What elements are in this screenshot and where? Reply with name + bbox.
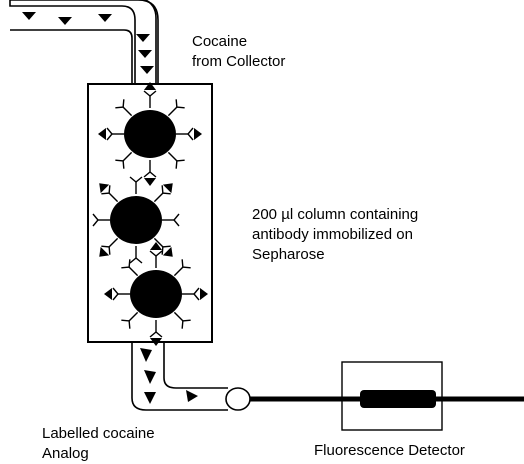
antibody-arms bbox=[101, 245, 111, 255]
antibody-stem bbox=[173, 266, 184, 277]
triangle-arrow-icon bbox=[99, 246, 110, 257]
antibody-arms bbox=[175, 159, 185, 169]
inlet-flow-arrows bbox=[22, 12, 154, 74]
antibody-arms bbox=[181, 259, 191, 269]
antibody-stem bbox=[153, 237, 164, 248]
column-label-line1: 200 µl column containing bbox=[252, 206, 418, 223]
labelled-analog-icon bbox=[144, 370, 156, 384]
antibody-arms bbox=[181, 319, 191, 329]
antibody-arms bbox=[121, 259, 131, 269]
antibody-arms bbox=[106, 127, 113, 141]
inlet-label-line1: Cocaine bbox=[192, 33, 247, 50]
antibody-beads bbox=[92, 82, 208, 346]
antibody-stem bbox=[167, 106, 178, 117]
antibody-stem bbox=[128, 266, 139, 277]
triangle-arrow-icon bbox=[98, 128, 106, 140]
triangle-arrow-icon bbox=[150, 338, 162, 346]
inlet-label-line2: from Collector bbox=[192, 53, 285, 70]
antibody-arms bbox=[129, 257, 143, 264]
flow-arrow bbox=[136, 34, 150, 42]
triangle-arrow-icon bbox=[144, 82, 156, 90]
antibody-stem bbox=[108, 237, 119, 248]
antibody-stem bbox=[122, 106, 133, 117]
sepharose-bead bbox=[130, 270, 182, 318]
antibody-arms bbox=[149, 250, 163, 257]
sepharose-bead bbox=[110, 196, 162, 244]
flow-arrow bbox=[98, 14, 112, 22]
antibody-arms bbox=[115, 159, 125, 169]
antibody-bead-icon bbox=[98, 82, 202, 186]
antibody-arms bbox=[173, 213, 180, 227]
outlet-tube-right-wall bbox=[163, 342, 228, 389]
triangle-arrow-icon bbox=[104, 288, 112, 300]
triangle-arrow-icon bbox=[194, 128, 202, 140]
antibody-arms bbox=[115, 99, 125, 109]
triangle-arrow-icon bbox=[162, 246, 173, 257]
flow-arrow bbox=[22, 12, 36, 20]
outlet-analog-markers bbox=[140, 348, 198, 404]
sepharose-bead bbox=[124, 110, 176, 158]
antibody-stem bbox=[128, 311, 139, 322]
outlet-tube-left-wall bbox=[131, 342, 228, 411]
antibody-arms bbox=[112, 287, 119, 301]
antibody-stem bbox=[153, 192, 164, 203]
antibody-arms bbox=[193, 287, 200, 301]
detector-flow-cell bbox=[360, 390, 436, 408]
antibody-arms bbox=[129, 176, 143, 183]
antibody-stem bbox=[108, 192, 119, 203]
antibody-arms bbox=[175, 99, 185, 109]
detector-label: Fluorescence Detector bbox=[314, 442, 465, 459]
column-label-line3: Sepharose bbox=[252, 246, 325, 263]
flow-arrow bbox=[138, 50, 152, 58]
antibody-arms bbox=[143, 90, 157, 97]
antibody-arms bbox=[101, 185, 111, 195]
antibody-stem bbox=[122, 151, 133, 162]
labelled-analog-icon bbox=[144, 392, 156, 404]
analog-label-line2: Analog bbox=[42, 445, 89, 462]
labelled-analog-icon bbox=[140, 348, 152, 362]
antibody-stem bbox=[167, 151, 178, 162]
triangle-arrow-icon bbox=[162, 183, 173, 194]
antibody-stem bbox=[173, 311, 184, 322]
triangle-arrow-icon bbox=[99, 183, 110, 194]
triangle-arrow-icon bbox=[144, 178, 156, 186]
inlet-tube-outer-wall bbox=[10, 0, 159, 84]
antibody-bead-icon bbox=[92, 176, 180, 264]
outlet-connector bbox=[225, 387, 251, 411]
flow-arrow bbox=[140, 66, 154, 74]
triangle-arrow-icon bbox=[200, 288, 208, 300]
antibody-arms bbox=[187, 127, 194, 141]
antibody-arms bbox=[161, 245, 171, 255]
antibody-arms bbox=[149, 331, 163, 338]
flow-arrow bbox=[58, 17, 72, 25]
inlet-tube-inner-wall bbox=[10, 29, 133, 84]
column-label-line2: antibody immobilized on bbox=[252, 226, 413, 243]
triangle-arrow-icon bbox=[150, 242, 162, 250]
analog-label-line1: Labelled cocaine bbox=[42, 425, 155, 442]
antibody-arms bbox=[161, 185, 171, 195]
antibody-bead-icon bbox=[104, 242, 208, 346]
antibody-arms bbox=[92, 213, 99, 227]
labelled-analog-icon bbox=[186, 390, 198, 402]
antibody-arms bbox=[121, 319, 131, 329]
antibody-arms bbox=[143, 171, 157, 178]
